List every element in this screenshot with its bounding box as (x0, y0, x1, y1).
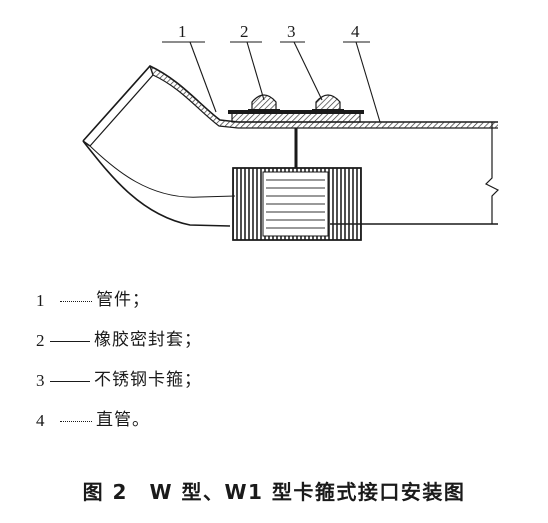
legend-number: 2 (36, 331, 45, 350)
callout-leaders (162, 41, 381, 123)
legend-text: 橡胶密封套； (94, 330, 202, 350)
callout-4: 4 (351, 22, 360, 41)
clamp-bolt-1 (251, 94, 277, 111)
parts-legend: 1 管件； 2 橡胶密封套； 3 不锈钢卡箍； 4 直管。 (36, 287, 456, 447)
callout-2: 2 (240, 22, 249, 41)
figure-caption-text: 图 2 W 型、W1 型卡箍式接口安装图 (82, 480, 466, 504)
legend-number: 4 (36, 411, 45, 430)
legend-dash (60, 421, 92, 422)
callout-3: 3 (287, 22, 296, 41)
callout-1: 1 (178, 22, 187, 41)
legend-dash (50, 381, 90, 382)
legend-text: 不锈钢卡箍； (94, 370, 202, 390)
legend-dash (60, 301, 92, 302)
legend-text: 直管。 (96, 410, 150, 430)
legend-text: 管件； (96, 290, 150, 310)
clamp-bolt-2 (315, 94, 341, 111)
legend-item: 1 管件； (36, 287, 456, 314)
legend-dash (50, 341, 90, 342)
legend-number: 1 (36, 291, 45, 310)
break-line (484, 122, 500, 224)
installation-diagram: 1 2 3 4 (82, 22, 500, 241)
legend-number: 3 (36, 371, 45, 390)
legend-item: 4 直管。 (36, 407, 456, 434)
elbow-fitting (82, 65, 239, 227)
clamp-section (232, 167, 362, 241)
legend-item: 2 橡胶密封套； (36, 327, 456, 354)
figure-caption: 图 2 W 型、W1 型卡箍式接口安装图 (0, 476, 548, 505)
legend-item: 3 不锈钢卡箍； (36, 367, 456, 394)
rubber-sleeve (231, 112, 361, 123)
stainless-clamp (228, 94, 364, 114)
